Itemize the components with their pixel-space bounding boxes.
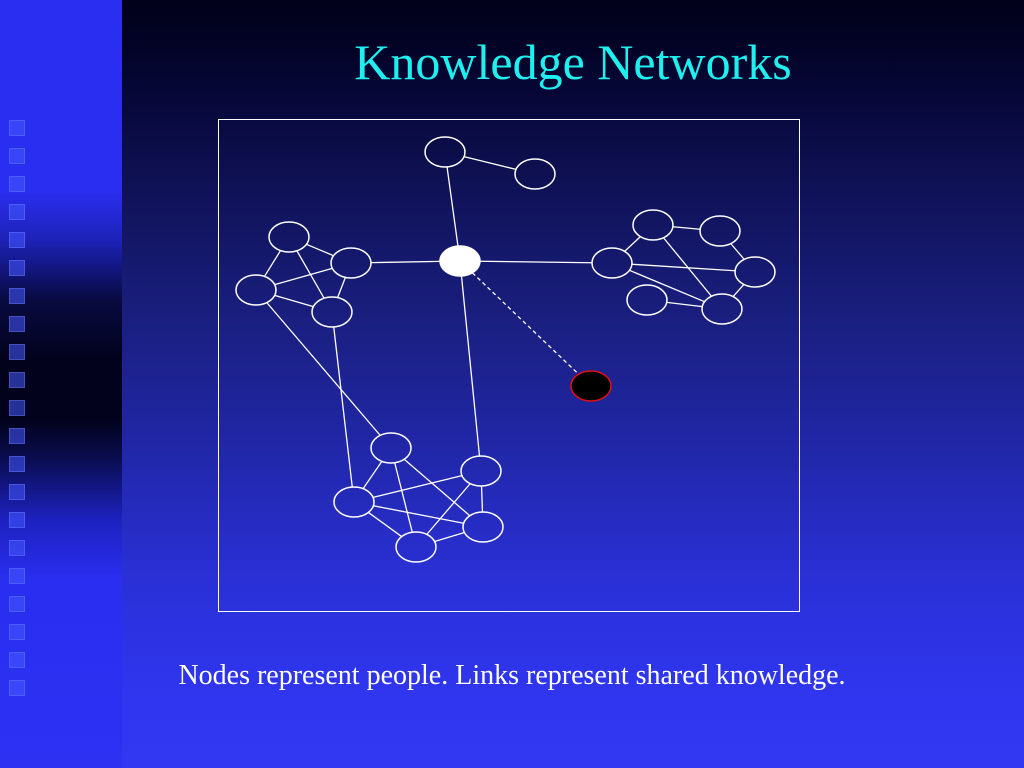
decorative-square (9, 624, 25, 640)
node-bottom-c (370, 432, 412, 464)
link-bottom-a-bottom-d (367, 511, 403, 538)
decorative-square (9, 428, 25, 444)
decorative-square (9, 288, 25, 304)
node-right-d (591, 247, 633, 279)
link-left-c-left-d (274, 294, 314, 308)
nodes-layer (235, 136, 776, 563)
node-top-a (424, 136, 466, 168)
decorative-square (9, 148, 25, 164)
decorative-square (9, 232, 25, 248)
node-right-c (734, 256, 776, 288)
link-right-b-right-c (730, 243, 745, 260)
link-left-b-left-c (274, 267, 333, 286)
link-bottom-e-bottom-d (434, 531, 465, 543)
node-right-a (632, 209, 674, 241)
decorative-square (9, 596, 25, 612)
node-left-c (235, 274, 277, 306)
node-left-d (311, 296, 353, 328)
decorative-square (9, 316, 25, 332)
slide-caption: Nodes represent people. Links represent … (178, 660, 846, 691)
link-top-a-hub (446, 166, 459, 247)
link-left-a-left-c (263, 250, 282, 277)
link-left-a-left-b (306, 243, 334, 257)
node-top-b (514, 158, 556, 190)
link-bottom-c-bottom-d (394, 462, 413, 533)
link-bottom-c-bottom-e (403, 458, 471, 517)
node-right-e (626, 284, 668, 316)
decorative-square (9, 456, 25, 472)
decorative-square (9, 652, 25, 668)
decorative-square (9, 680, 25, 696)
decorative-square (9, 260, 25, 276)
links-layer (263, 156, 745, 543)
decorative-square (9, 372, 25, 388)
link-hub-right-d (479, 260, 593, 264)
node-bottom-e (462, 511, 504, 543)
link-right-c-right-f (732, 284, 745, 297)
link-bottom-b-bottom-d (426, 483, 471, 535)
decorative-square (9, 568, 25, 584)
link-right-d-right-f (629, 269, 705, 303)
decorative-square (9, 120, 25, 136)
node-outsider (570, 370, 612, 402)
decorative-square (9, 344, 25, 360)
decorative-squares (9, 120, 25, 708)
link-bottom-a-bottom-c (362, 460, 383, 490)
node-hub (439, 245, 481, 277)
link-right-a-right-d (624, 236, 641, 252)
node-bottom-d (395, 531, 437, 563)
decorative-square (9, 540, 25, 556)
link-right-d-right-c (631, 263, 736, 272)
node-bottom-b (460, 455, 502, 487)
decorative-square (9, 512, 25, 528)
decorative-square (9, 484, 25, 500)
link-bottom-a-bottom-e (373, 505, 464, 524)
link-bottom-b-bottom-e (480, 485, 484, 513)
node-left-a (268, 221, 310, 253)
decorative-square (9, 176, 25, 192)
link-left-b-hub (370, 260, 441, 264)
link-bottom-a-bottom-b (372, 475, 463, 498)
link-top-a-top-b (463, 156, 517, 170)
link-right-a-right-f (662, 237, 713, 297)
slide-title: Knowledge Networks (354, 34, 792, 90)
node-left-b (330, 247, 372, 279)
decorative-square (9, 400, 25, 416)
link-left-c-bottom-c (266, 302, 381, 436)
link-hub-bottom-b (460, 275, 481, 457)
node-bottom-a (333, 486, 375, 518)
node-right-f (701, 293, 743, 325)
decorative-square (9, 204, 25, 220)
left-decorative-band (0, 0, 122, 768)
network-diagram-frame (218, 119, 800, 612)
link-left-d-bottom-a (333, 326, 353, 488)
link-left-b-left-d (336, 277, 347, 298)
link-right-e-right-f (666, 301, 703, 308)
link-right-a-right-b (672, 226, 701, 230)
link-hub-outsider (471, 272, 580, 375)
node-right-b (699, 215, 741, 247)
